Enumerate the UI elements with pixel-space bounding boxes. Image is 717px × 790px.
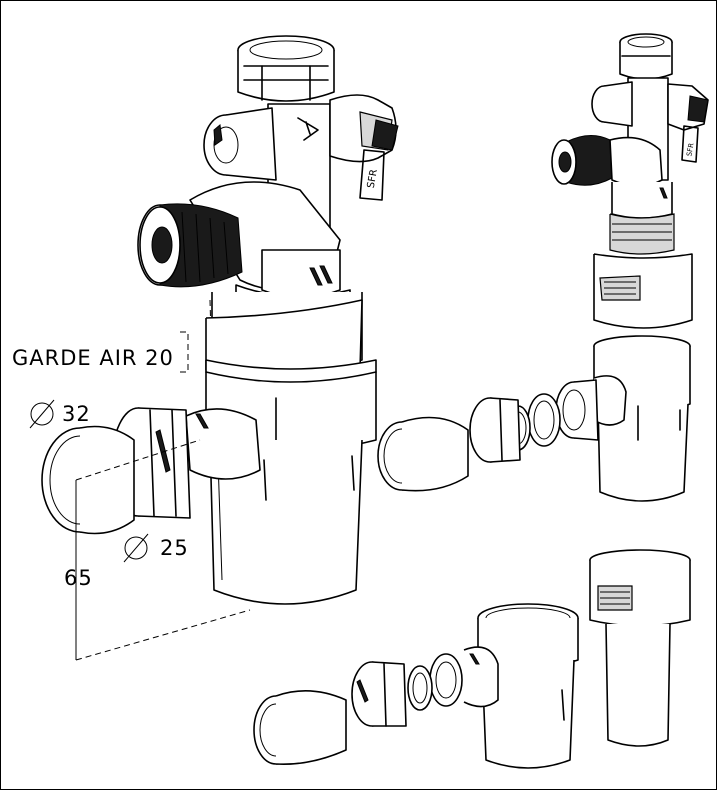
brand-mark-right: SFR bbox=[685, 142, 695, 157]
garde-air-label: GARDE AIR 20 bbox=[12, 346, 174, 370]
top-nut bbox=[237, 35, 335, 102]
brand-mark-left: SFR bbox=[366, 168, 380, 189]
dimension-65-label: 65 bbox=[64, 566, 93, 590]
diameter-25-label: 25 bbox=[160, 536, 189, 560]
diameter-icon bbox=[29, 399, 55, 429]
left-assembly: SFR bbox=[41, 35, 399, 661]
outlet-assembly bbox=[41, 407, 261, 535]
diameter-icon-25 bbox=[123, 533, 149, 563]
bottom-assembly bbox=[253, 549, 691, 769]
right-assembly: SFR bbox=[377, 33, 709, 502]
dimension-65 bbox=[75, 480, 251, 661]
diameter-32-label: 32 bbox=[62, 402, 91, 426]
